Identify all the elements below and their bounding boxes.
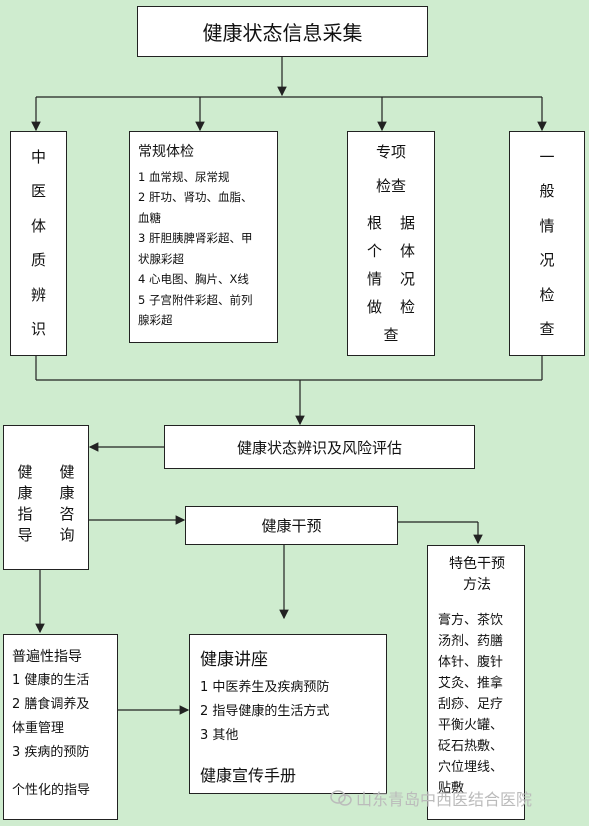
method-item: 艾灸、推拿 xyxy=(438,676,504,691)
method-item: 贴敷 xyxy=(438,781,465,796)
routine-item: 1 血常规、尿常规 xyxy=(138,169,230,184)
method-item: 刮痧、足疗 xyxy=(438,697,504,712)
general-char: 一 xyxy=(539,147,555,166)
routine-item: 2 肝功、肾功、血脂、 xyxy=(138,190,253,204)
special-char: 根 xyxy=(366,214,382,232)
guidance-char: 指 xyxy=(17,505,33,523)
title-box: 健康状态信息采集 xyxy=(137,6,428,57)
intervention-text: 健康干预 xyxy=(261,517,322,535)
general-guidance-item: 3 疾病的预防 xyxy=(12,745,90,760)
watermark-text: 山东青岛中西医结合医院 xyxy=(356,790,533,809)
routine-checkup-box: 常规体检 1 血常规、尿常规 2 肝功、肾功、血脂、 血糖 3 肝胆胰脾肾彩超、… xyxy=(129,131,278,343)
general-char: 般 xyxy=(539,182,555,201)
guidance-char: 健 xyxy=(17,463,33,481)
routine-item: 血糖 xyxy=(138,210,161,225)
method-item: 平衡火罐、 xyxy=(438,718,504,733)
general-guidance-item: 2 膳食调养及 xyxy=(12,697,90,712)
lecture-item: 1 中医养生及疾病预防 xyxy=(200,680,330,695)
general-guidance-item: 体重管理 xyxy=(12,721,65,736)
tcm-char: 质 xyxy=(30,251,46,270)
lecture-title: 健康讲座 xyxy=(200,650,268,670)
routine-item: 状腺彩超 xyxy=(138,251,184,266)
special-char: 检 xyxy=(400,298,416,316)
tcm-char: 体 xyxy=(30,216,46,235)
method-item: 穴位埋线、 xyxy=(438,760,504,775)
assessment-box: 健康状态辨识及风险评估 xyxy=(164,425,475,469)
title-text: 健康状态信息采集 xyxy=(202,21,363,45)
tcm-constitution-box: 中 医 体 质 辨 识 xyxy=(10,131,67,356)
tcm-char: 辨 xyxy=(30,285,46,304)
method-item: 汤剂、药膳 xyxy=(438,634,504,649)
special-last: 查 xyxy=(383,326,399,344)
general-char: 检 xyxy=(539,285,555,304)
consult-char: 咨 xyxy=(59,505,75,523)
guidance-char: 导 xyxy=(17,526,33,544)
tcm-char: 医 xyxy=(30,182,46,201)
watermark: 山东青岛中西医结合医院 xyxy=(330,786,532,810)
intervention-box: 健康干预 xyxy=(185,506,398,545)
routine-item: 4 心电图、胸片、X线 xyxy=(138,272,249,286)
lecture-item: 2 指导健康的生活方式 xyxy=(200,704,330,719)
special-char: 况 xyxy=(400,270,416,288)
tcm-char: 识 xyxy=(30,320,46,339)
special-methods-box: 特色干预 方法 膏方、茶饮 汤剂、药膳 体针、腹针 艾灸、推拿 刮痧、足疗 平衡… xyxy=(427,545,525,820)
special-char: 做 xyxy=(366,298,382,316)
general-char: 情 xyxy=(539,216,555,235)
special-exam-box: 专项 检查 根据 个体 情况 做检 查 xyxy=(347,131,435,356)
consult-char: 健 xyxy=(59,463,75,481)
general-guidance-title: 普遍性指导 xyxy=(12,649,82,665)
method-item: 膏方、茶饮 xyxy=(438,613,504,628)
routine-item: 5 子宫附件彩超、前列 xyxy=(138,292,253,307)
health-guidance-box: 健 康 指 导 健 康 咨 询 xyxy=(3,425,89,570)
consult-char: 康 xyxy=(59,484,75,502)
special-char: 体 xyxy=(400,242,416,260)
lecture-item: 3 其他 xyxy=(200,728,239,743)
general-char: 查 xyxy=(539,320,555,339)
routine-item: 3 肝胆胰脾肾彩超、甲 xyxy=(138,231,253,245)
guidance-char: 康 xyxy=(17,484,33,502)
health-lecture-box: 健康讲座 1 中医养生及疾病预防 2 指导健康的生活方式 3 其他 健康宣传手册 xyxy=(189,634,387,794)
general-guidance-box: 普遍性指导 1 健康的生活 2 膳食调养及 体重管理 3 疾病的预防 个性化的指… xyxy=(3,634,118,820)
routine-item: 腺彩超 xyxy=(138,313,173,327)
special-line1: 专项 xyxy=(375,143,406,161)
lecture-footer: 健康宣传手册 xyxy=(200,766,297,785)
routine-title: 常规体检 xyxy=(138,144,194,160)
special-methods-title-2: 方法 xyxy=(463,577,491,593)
method-item: 体针、腹针 xyxy=(438,655,504,670)
special-char: 据 xyxy=(400,214,416,232)
consult-char: 询 xyxy=(59,526,75,544)
general-guidance-item: 1 健康的生活 xyxy=(12,673,90,688)
wechat-icon xyxy=(330,790,352,806)
tcm-char: 中 xyxy=(30,147,46,166)
special-char: 情 xyxy=(366,270,382,288)
general-char: 况 xyxy=(539,251,555,270)
general-guidance-footer: 个性化的指导 xyxy=(12,783,91,798)
general-exam-box: 一 般 情 况 检 查 xyxy=(509,131,585,356)
special-methods-title: 特色干预 xyxy=(449,556,505,572)
special-line2: 检查 xyxy=(375,177,406,195)
method-item: 砭石热敷、 xyxy=(438,739,504,754)
assessment-text: 健康状态辨识及风险评估 xyxy=(236,438,402,457)
special-char: 个 xyxy=(366,242,382,260)
